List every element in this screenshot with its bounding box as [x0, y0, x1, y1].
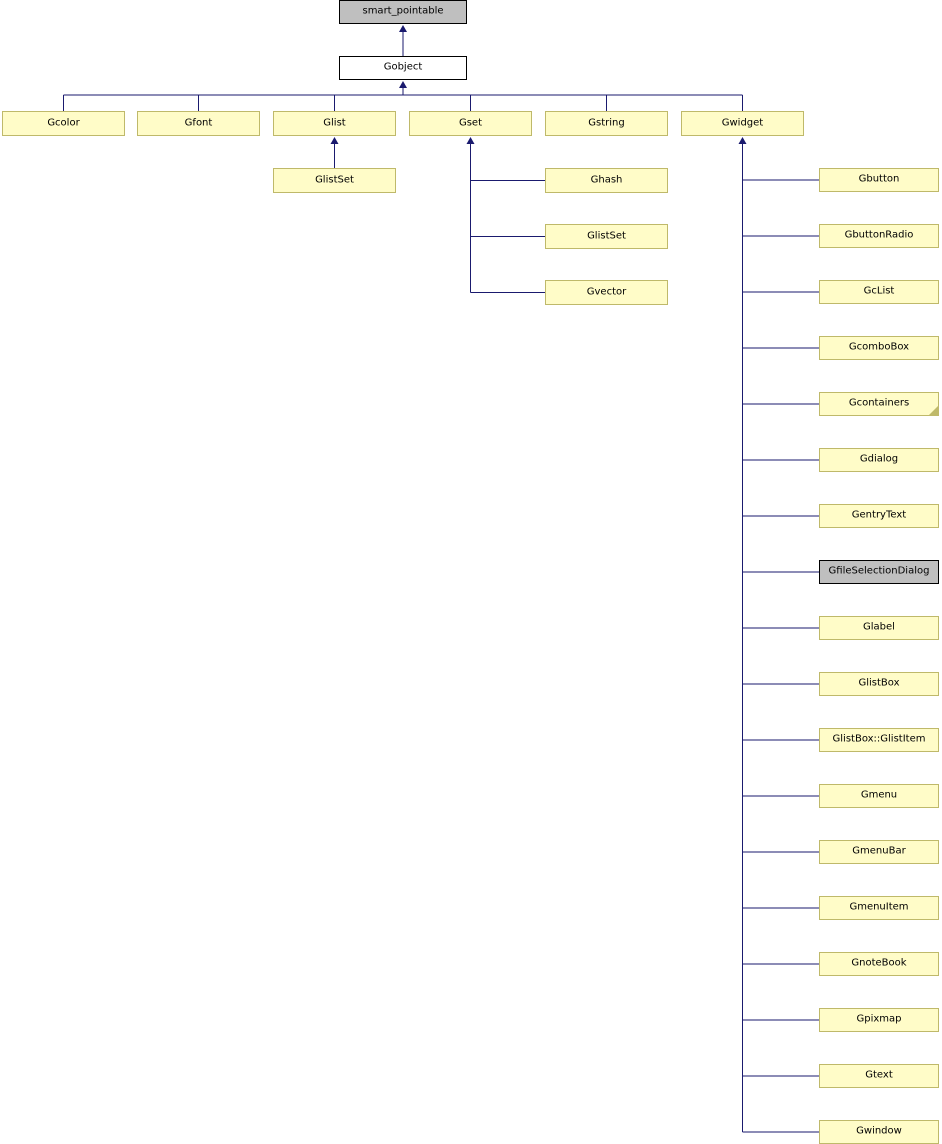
class-node-label: GlistBox	[858, 677, 900, 689]
class-node-label: Glist	[323, 117, 346, 128]
class-node-label: GbuttonRadio	[844, 229, 914, 241]
class-node-Gtext[interactable]: Gtext	[819, 1064, 939, 1088]
class-node-Gcontainers[interactable]: Gcontainers	[819, 392, 939, 416]
class-node-Gdialog[interactable]: Gdialog	[819, 448, 939, 472]
class-node-label: Gpixmap	[856, 1013, 902, 1025]
class-node-label: GmenuItem	[849, 901, 909, 913]
class-node-Gpixmap[interactable]: Gpixmap	[819, 1008, 939, 1032]
class-node-GlistSet_of_Glist[interactable]: GlistSet	[273, 168, 396, 193]
class-node-label: Gmenu	[860, 789, 898, 801]
class-node-GnoteBook[interactable]: GnoteBook	[819, 952, 939, 976]
class-node-GmenuBar[interactable]: GmenuBar	[819, 840, 939, 864]
class-node-label: Gvector	[586, 286, 627, 297]
class-node-GlistBox[interactable]: GlistBox	[819, 672, 939, 696]
class-node-GlistSet_of_Gset[interactable]: GlistSet	[545, 224, 668, 249]
class-node-label: Gcolor	[47, 117, 80, 128]
class-node-Gmenu[interactable]: Gmenu	[819, 784, 939, 808]
class-node-GentryText[interactable]: GentryText	[819, 504, 939, 528]
class-node-label: Gobject	[383, 61, 423, 73]
class-node-Gbutton[interactable]: Gbutton	[819, 168, 939, 192]
class-node-label: Gwindow	[856, 1125, 902, 1137]
class-node-Gfont[interactable]: Gfont	[137, 111, 260, 136]
class-node-label: smart_pointable	[362, 5, 444, 17]
class-node-label: GcList	[863, 285, 895, 297]
class-node-Gstring[interactable]: Gstring	[545, 111, 668, 136]
class-node-GbuttonRadio[interactable]: GbuttonRadio	[819, 224, 939, 248]
class-node-GfileSelectionDialog[interactable]: GfileSelectionDialog	[819, 560, 939, 584]
class-node-label: GlistSet	[315, 174, 354, 185]
class-node-smart_pointable[interactable]: smart_pointable	[339, 0, 467, 24]
class-node-Gset[interactable]: Gset	[409, 111, 532, 136]
class-node-label: GnoteBook	[851, 957, 907, 969]
class-node-label: Gstring	[588, 117, 625, 128]
class-node-label: GlistSet	[587, 230, 626, 241]
class-node-Gobject[interactable]: Gobject	[339, 56, 467, 80]
class-node-Glabel[interactable]: Glabel	[819, 616, 939, 640]
class-node-label: Gfont	[184, 117, 213, 128]
class-node-label: Gtext	[865, 1069, 893, 1081]
class-node-label: GentryText	[851, 509, 907, 521]
class-node-label: GmenuBar	[852, 845, 906, 857]
class-node-label: Gwidget	[721, 117, 764, 128]
class-node-label: Ghash	[590, 174, 623, 185]
class-node-label: Gset	[458, 117, 483, 128]
class-node-GcomboBox[interactable]: GcomboBox	[819, 336, 939, 360]
class-node-GmenuItem[interactable]: GmenuItem	[819, 896, 939, 920]
class-node-GlistBoxGlistItem[interactable]: GlistBox::GlistItem	[819, 728, 939, 752]
class-node-GcList[interactable]: GcList	[819, 280, 939, 304]
class-node-Gvector[interactable]: Gvector	[545, 280, 668, 305]
class-node-label: Gdialog	[859, 453, 899, 465]
class-node-Gcolor[interactable]: Gcolor	[2, 111, 125, 136]
class-node-Glist[interactable]: Glist	[273, 111, 396, 136]
class-node-label: Gcontainers	[848, 397, 910, 409]
class-node-label: GlistBox::GlistItem	[832, 733, 926, 745]
class-node-Gwindow[interactable]: Gwindow	[819, 1120, 939, 1144]
class-node-label: GfileSelectionDialog	[828, 565, 930, 577]
class-node-label: Glabel	[863, 621, 895, 633]
class-node-label: GcomboBox	[848, 341, 910, 353]
class-node-Gwidget[interactable]: Gwidget	[681, 111, 804, 136]
class-node-Ghash[interactable]: Ghash	[545, 168, 668, 193]
class-node-label: Gbutton	[858, 173, 900, 185]
